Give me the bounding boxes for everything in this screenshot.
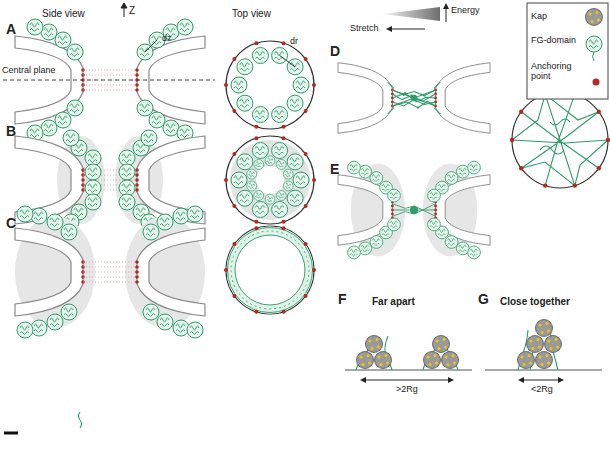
panel-letter: E [330,162,339,177]
legend-text: FG-domain [531,36,583,46]
pore-side-view-b [15,130,205,230]
pore-side-view-a [3,19,215,141]
energy-stretch-indicator [383,3,449,32]
distance-label: dz [162,34,172,44]
axis-label: Energy [451,6,480,16]
panel-letter: D [330,44,340,59]
pore-top-view-d [510,92,610,188]
axis-label: Stretch [350,24,379,34]
panel-title: Far apart [372,296,415,307]
pore-top-view-c [224,226,316,314]
plane-label: Central plane [2,66,56,76]
pore-top-view-b [224,136,316,224]
legend-box [527,3,608,99]
pore-side-view-e [338,161,490,259]
view-title: Top view [232,8,271,19]
axis-label: Z [129,5,135,16]
scale-marks [4,412,82,433]
panel-letter: G [478,292,489,307]
distance-label: dr [290,37,298,47]
kap-sample [586,9,603,26]
pore-side-view-d [338,63,490,133]
legend-text: Anchoring point [531,62,581,82]
kap-far-apart [345,336,472,384]
kap-close-together [485,320,602,384]
anchoring-point-sample [593,79,600,86]
panel-letter: A [6,22,16,37]
legend-text: Kap [531,12,581,22]
distance-label: >2Rg [396,385,418,395]
fg-domain-sample [586,36,602,61]
z-axis-arrow [121,3,127,17]
pore-top-view-a [224,41,316,129]
panel-title: Close together [500,296,570,307]
panel-letter: C [6,216,16,231]
distance-label: <2Rg [531,385,553,395]
panel-letter: B [6,124,16,139]
view-title: Side view [42,8,85,19]
pore-side-view-c [15,206,205,338]
panel-letter: F [338,292,347,307]
